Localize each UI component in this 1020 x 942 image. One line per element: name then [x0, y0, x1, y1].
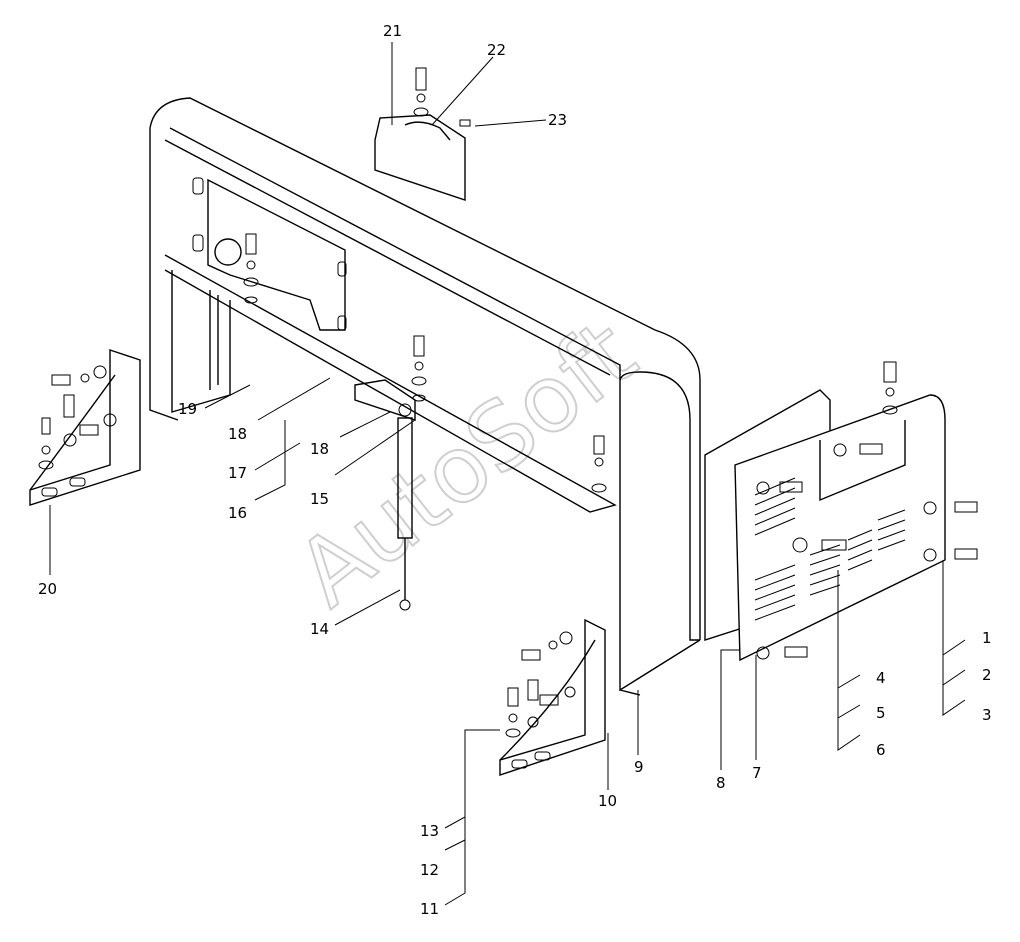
callout-4: 4	[876, 669, 886, 687]
leader-lines	[49, 42, 966, 906]
side-panel	[704, 361, 978, 662]
callout-13: 13	[420, 822, 439, 840]
callout-11: 11	[420, 900, 439, 918]
gas-strut	[354, 379, 416, 611]
callout-9: 9	[634, 758, 644, 776]
callout-14: 14	[310, 620, 329, 638]
callout-20: 20	[38, 580, 57, 598]
callout-16: 16	[228, 504, 247, 522]
right-bracket	[499, 618, 606, 776]
main-frame	[149, 97, 701, 696]
callout-10: 10	[598, 792, 617, 810]
callout-19: 19	[178, 400, 197, 418]
callout-21: 21	[383, 22, 402, 40]
callout-5: 5	[876, 704, 886, 722]
callout-2: 2	[982, 666, 992, 684]
callout-15: 15	[310, 490, 329, 508]
callout-8: 8	[716, 774, 726, 792]
callout-23: 23	[548, 111, 567, 129]
callout-12: 12	[420, 861, 439, 879]
left-bracket	[29, 349, 141, 506]
callout-1: 1	[982, 629, 992, 647]
callout-6: 6	[876, 741, 886, 759]
fasteners	[243, 67, 607, 493]
callout-7: 7	[752, 764, 762, 782]
callout-labels: 21 22 23 19 18 17 16 18 15 14 20 13 12 1…	[38, 22, 992, 918]
callout-18-a: 18	[228, 425, 247, 443]
callout-3: 3	[982, 706, 992, 724]
callout-17: 17	[228, 464, 247, 482]
callout-22: 22	[487, 41, 506, 59]
callout-18-b: 18	[310, 440, 329, 458]
